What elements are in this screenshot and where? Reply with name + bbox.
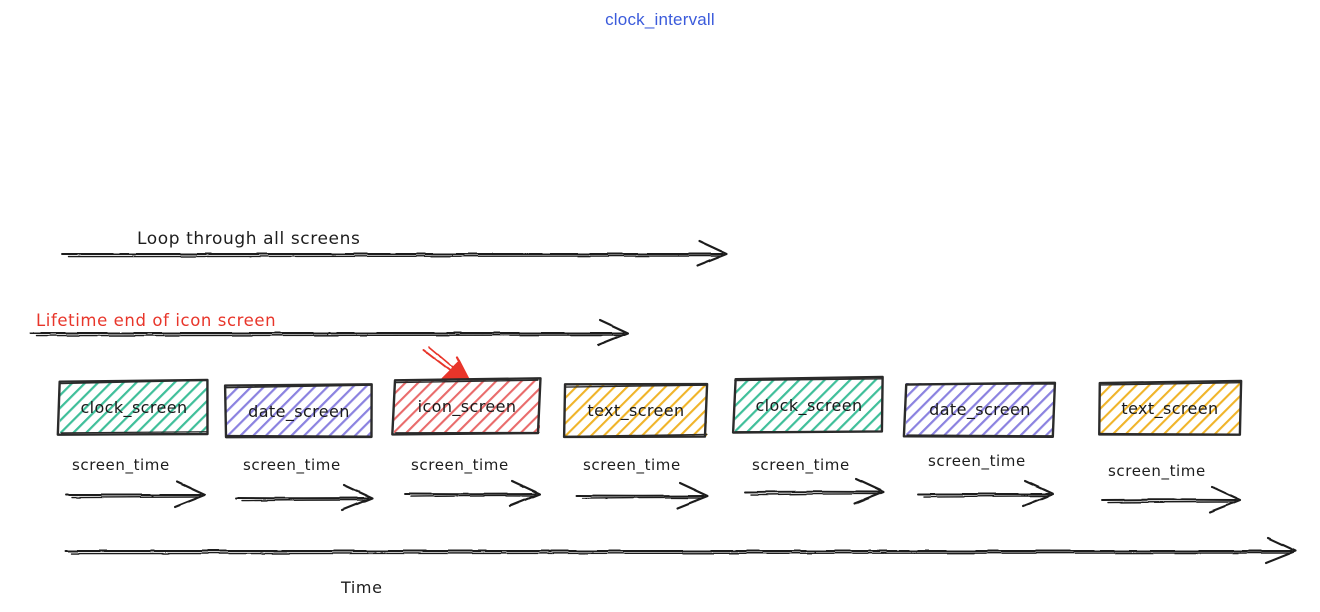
screen-box-label: date_screen bbox=[929, 400, 1031, 419]
time-arrow bbox=[66, 538, 1296, 563]
screen-time-arrow-5 bbox=[745, 479, 884, 504]
screen-box-clock-screen-5[interactable]: clock_screen bbox=[735, 379, 883, 432]
screen-time-label-4: screen_time bbox=[583, 456, 681, 474]
screen-time-arrow-3 bbox=[405, 481, 540, 506]
screen-box-icon-screen-3[interactable]: icon_screen bbox=[394, 380, 540, 433]
screen-time-arrow-7 bbox=[1102, 487, 1240, 512]
screen-time-arrow-4 bbox=[576, 483, 708, 508]
screen-time-arrow-1 bbox=[66, 482, 205, 507]
screen-box-text-screen-4[interactable]: text_screen bbox=[565, 384, 707, 436]
screen-box-date-screen-6[interactable]: date_screen bbox=[906, 383, 1054, 436]
screen-box-label: icon_screen bbox=[418, 397, 517, 416]
loop-through-screens-label: Loop through all screens bbox=[137, 229, 360, 249]
time-axis-label: Time bbox=[341, 578, 383, 597]
screen-time-label-2: screen_time bbox=[243, 456, 341, 474]
screen-box-label: text_screen bbox=[1121, 399, 1218, 418]
screen-box-label: clock_screen bbox=[755, 396, 862, 415]
screen-time-label-5: screen_time bbox=[752, 456, 850, 474]
screen-time-arrow-2 bbox=[236, 485, 372, 510]
screen-box-clock-screen-1[interactable]: clock_screen bbox=[60, 381, 208, 433]
screen-time-label-1: screen_time bbox=[72, 456, 170, 474]
screen-time-label-6: screen_time bbox=[928, 452, 1026, 470]
screen-box-label: text_screen bbox=[587, 401, 684, 420]
lifetime-end-label: Lifetime end of icon screen bbox=[36, 311, 276, 330]
screen-time-label-7: screen_time bbox=[1108, 462, 1206, 480]
screen-box-label: clock_screen bbox=[80, 398, 187, 417]
screen-time-arrow-6 bbox=[918, 481, 1053, 506]
screen-box-label: date_screen bbox=[248, 402, 350, 421]
screen-time-label-3: screen_time bbox=[411, 456, 509, 474]
screen-box-text-screen-7[interactable]: text_screen bbox=[1100, 382, 1240, 434]
screen-box-date-screen-2[interactable]: date_screen bbox=[226, 385, 372, 437]
